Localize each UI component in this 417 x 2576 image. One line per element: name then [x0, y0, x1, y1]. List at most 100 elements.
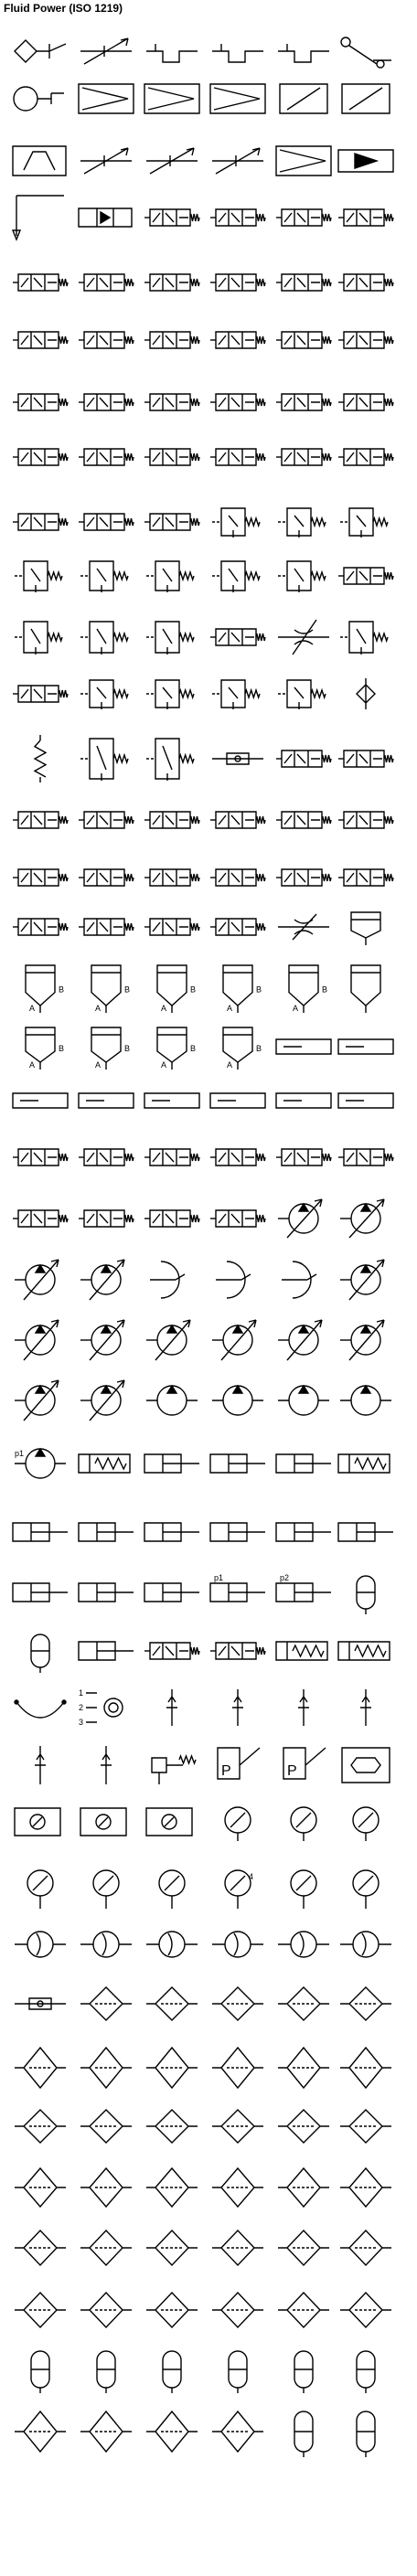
symbol-svg	[208, 2163, 267, 2212]
symbol-label: p1	[214, 1573, 223, 1582]
symbol-svg	[143, 143, 201, 179]
symbol-svg: BA	[77, 1024, 130, 1070]
symbol-cell	[11, 384, 70, 420]
symbol-cell	[208, 1437, 267, 1490]
symbol-svg	[208, 33, 267, 69]
symbol-svg	[337, 80, 395, 117]
symbol-svg	[143, 33, 201, 69]
symbol-svg: P	[274, 1742, 333, 1788]
relief-valve-icon	[340, 508, 388, 538]
symbol-cell	[143, 554, 201, 598]
symbol-svg	[77, 859, 135, 896]
pump-arrow-icon	[278, 1199, 322, 1238]
pressure-switch-icon: P	[218, 1748, 260, 1779]
symbol-cell	[11, 1861, 70, 1909]
symbol-svg	[337, 673, 395, 715]
symbol-svg	[274, 614, 333, 660]
symbol-cell	[274, 731, 333, 786]
symbol-svg	[77, 1196, 135, 1241]
symbol-svg	[11, 1256, 70, 1304]
symbol-cell	[77, 614, 135, 660]
symbol-svg	[11, 384, 70, 420]
symbol-svg	[143, 909, 201, 945]
symbol-cell	[274, 2104, 333, 2148]
symbol-svg	[208, 439, 267, 475]
accumulator-icon	[97, 2351, 115, 2393]
relief-valve-icon	[340, 622, 388, 655]
line-cross-icon	[360, 1689, 371, 1726]
symbol-svg	[337, 2163, 395, 2212]
pressure-arrow-icon	[13, 196, 64, 240]
symbol-cell	[274, 1135, 333, 1179]
symbol-cell	[337, 1084, 395, 1117]
symbol-svg	[77, 1629, 135, 1673]
symbol-cell	[208, 2225, 267, 2271]
pump-icon	[212, 1386, 263, 1415]
symbol-cell	[274, 80, 333, 117]
symbol-svg	[143, 384, 201, 420]
symbol-cell	[337, 962, 395, 1013]
valve-block-icon	[210, 449, 265, 465]
symbol-svg: p1	[208, 1573, 267, 1614]
symbol-cell	[274, 192, 333, 243]
check-line-icon	[15, 1998, 66, 2009]
filter-diamond-icon	[80, 2048, 132, 2088]
gauge-box-icon	[80, 1808, 126, 1836]
symbol-svg	[143, 2163, 201, 2212]
symbol-svg	[337, 384, 395, 420]
valve-block-icon	[338, 568, 393, 584]
relief-valve-icon	[80, 739, 128, 781]
long-box-icon	[276, 1039, 331, 1054]
symbol-svg	[143, 1803, 201, 1841]
symbol-cell	[11, 1256, 70, 1304]
symbol-svg	[208, 1135, 267, 1179]
relief-valve-icon	[146, 561, 194, 592]
reservoir-icon: BA	[26, 965, 64, 1013]
symbol-svg	[208, 2104, 267, 2148]
symbol-cell	[77, 1803, 135, 1841]
symbol-svg	[274, 673, 333, 715]
pump-arrow-icon	[80, 1380, 124, 1421]
symbol-cell	[11, 1084, 70, 1117]
accumulator-icon	[294, 2351, 313, 2393]
symbol-svg	[274, 2406, 333, 2457]
symbol-cell	[208, 673, 267, 715]
hexagon-box-icon	[342, 1748, 390, 1783]
cylinder-icon	[144, 1583, 199, 1602]
symbol-svg	[77, 2406, 135, 2457]
symbol-svg	[11, 1861, 70, 1909]
symbol-svg	[274, 1377, 333, 1424]
symbol-cell	[143, 1084, 201, 1117]
valve-block-icon	[13, 1149, 68, 1166]
symbol-svg	[274, 801, 333, 839]
symbol-svg	[274, 33, 333, 69]
symbol-svg: BA	[77, 962, 130, 1013]
symbol-svg	[143, 439, 201, 475]
step-line-icon	[278, 44, 329, 62]
filter-diamond-icon	[212, 2230, 263, 2265]
pump-arrow-icon	[340, 1199, 384, 1238]
symbol-cell	[11, 1686, 70, 1730]
symbol-svg	[11, 909, 70, 945]
symbol-svg	[77, 1570, 135, 1614]
symbol-svg	[77, 322, 135, 358]
symbol-svg	[274, 384, 333, 420]
pump-arrow-icon	[80, 1260, 124, 1300]
symbol-cell	[11, 439, 70, 475]
symbol-svg	[337, 1084, 395, 1117]
symbol-cell	[77, 1256, 135, 1304]
symbol-svg: 4	[208, 1861, 253, 1909]
valve-block-icon	[276, 209, 331, 226]
filter-diamond-icon	[212, 2411, 263, 2452]
symbol-cell	[11, 614, 70, 660]
symbol-cell: p1	[208, 1570, 267, 1614]
symbol-cell	[143, 909, 201, 945]
reservoir-icon: BA	[157, 1027, 196, 1070]
valve-block-icon	[79, 514, 134, 530]
symbol-svg	[143, 1135, 201, 1179]
valve-block-icon	[13, 1210, 68, 1227]
symbol-svg	[77, 1508, 135, 1556]
filter-diamond-icon	[278, 2110, 329, 2143]
symbol-cell	[208, 1508, 267, 1556]
filter-diamond-icon	[278, 2293, 329, 2327]
